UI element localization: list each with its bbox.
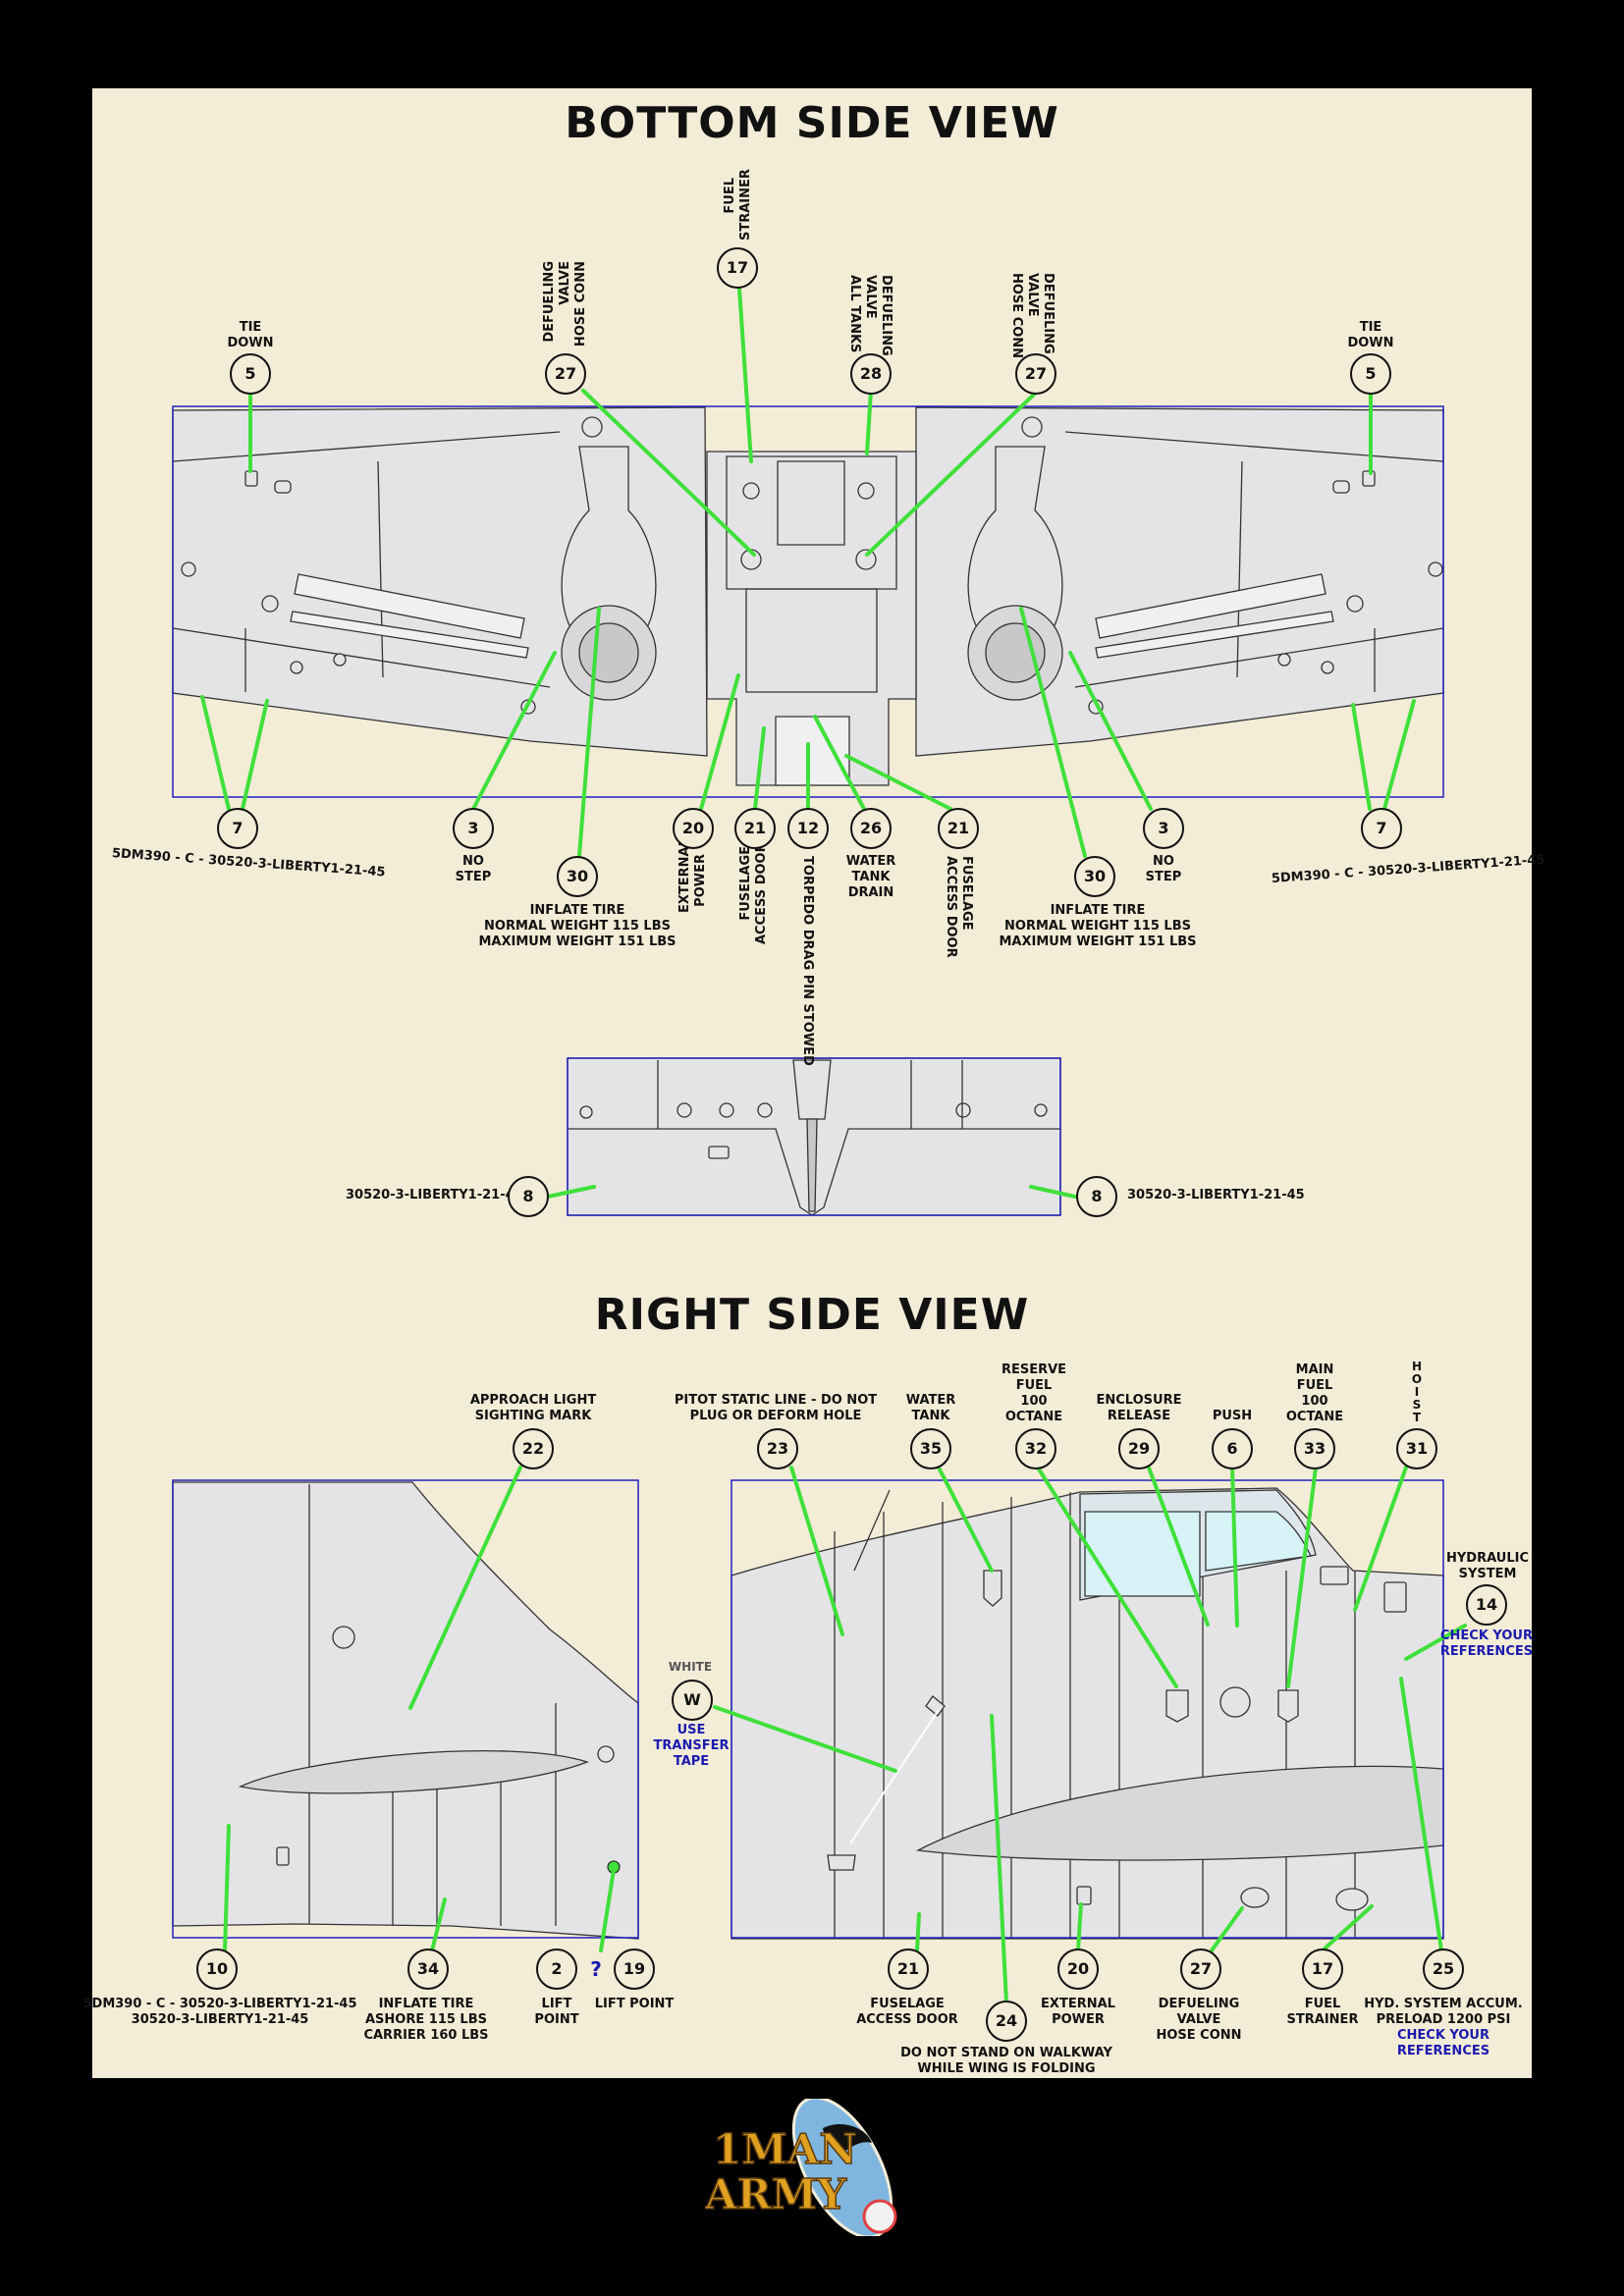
label-fuel-strainer-top: FUEL STRAINER bbox=[723, 169, 753, 240]
tail-serial-right: 30520-3-LIBERTY1-21-45 bbox=[1127, 1188, 1305, 1202]
callout-3-left: 3 bbox=[453, 808, 494, 849]
callout-17-right-view: 17 bbox=[1302, 1949, 1343, 1990]
label-hyd-accum: HYD. SYSTEM ACCUM. PRELOAD 1200 PSI bbox=[1364, 1997, 1523, 2027]
callout-W: W bbox=[672, 1680, 713, 1721]
callout-27-right: 27 bbox=[1015, 353, 1056, 395]
callout-25: 25 bbox=[1423, 1949, 1464, 1990]
right-view-tail bbox=[172, 1481, 639, 1940]
label-fuselage-access-bottom-left: FUSELAGE ACCESS DOOR bbox=[738, 842, 769, 944]
label-defueling-right: DEFUELING VALVE HOSE CONN bbox=[1156, 1997, 1242, 2043]
callout-12: 12 bbox=[787, 808, 829, 849]
logo-line2: ARMY bbox=[705, 2170, 847, 2218]
callout-26: 26 bbox=[850, 808, 892, 849]
callout-20-bottom: 20 bbox=[673, 808, 714, 849]
label-use-transfer-tape: USE TRANSFER TAPE bbox=[653, 1723, 730, 1769]
right-view-title: RIGHT SIDE VIEW bbox=[594, 1290, 1030, 1340]
label-fuselage-access-right: FUSELAGE ACCESS DOOR bbox=[856, 1997, 958, 2027]
callout-33: 33 bbox=[1294, 1428, 1335, 1469]
callout-17-top: 17 bbox=[717, 247, 758, 289]
bottom-view-title: BOTTOM SIDE VIEW bbox=[565, 98, 1059, 148]
callout-7-right: 7 bbox=[1361, 808, 1402, 849]
label-defueling-hose-left: DEFUELING VALVE HOSE CONN bbox=[542, 261, 588, 347]
label-water-tank: WATER TANK bbox=[905, 1393, 956, 1423]
callout-21-right: 21 bbox=[888, 1949, 929, 1990]
callout-28: 28 bbox=[850, 353, 892, 395]
label-serial-bottom-left: 5DM390 - C - 30520-3-LIBERTY1-21-45 3052… bbox=[82, 1997, 357, 2027]
label-defueling-hose-right: DEFUELING VALVE HOSE CONN bbox=[1009, 273, 1056, 359]
label-walkway-warning: DO NOT STAND ON WALKWAY WHILE WING IS FO… bbox=[900, 2046, 1112, 2076]
label-reserve-fuel: RESERVE FUEL 100 OCTANE bbox=[1001, 1362, 1067, 1424]
label-external-power-right: EXTERNAL POWER bbox=[1041, 1997, 1115, 2027]
callout-20-right: 20 bbox=[1057, 1949, 1099, 1990]
callout-10: 10 bbox=[196, 1949, 238, 1990]
label-inflate-tire-ashore: INFLATE TIRE ASHORE 115 LBS CARRIER 160 … bbox=[363, 1997, 489, 2043]
callout-35: 35 bbox=[910, 1428, 951, 1469]
label-hydraulic-system: HYDRAULIC SYSTEM bbox=[1446, 1551, 1529, 1581]
label-hoist: H O I S T bbox=[1411, 1360, 1423, 1424]
callout-23: 23 bbox=[757, 1428, 798, 1469]
label-push: PUSH bbox=[1212, 1409, 1253, 1423]
callout-31: 31 bbox=[1396, 1428, 1437, 1469]
label-approach-light: APPROACH LIGHT SIGHTING MARK bbox=[469, 1393, 597, 1423]
label-white: WHITE bbox=[668, 1660, 713, 1674]
callout-30-right: 30 bbox=[1074, 856, 1115, 897]
label-torpedo-drag-pin: TORPEDO DRAG PIN STOWED bbox=[800, 856, 815, 1066]
callout-19: 19 bbox=[614, 1949, 655, 1990]
callout-27-right-view: 27 bbox=[1180, 1949, 1221, 1990]
label-no-step-right: NO STEP bbox=[1145, 854, 1182, 884]
label-fuselage-access-bottom-right: FUSELAGE ACCESS DOOR bbox=[944, 856, 974, 958]
label-lift-point-19: LIFT POINT bbox=[594, 1997, 675, 2011]
right-view-fuselage bbox=[731, 1487, 1444, 1940]
one-man-army-logo: 1MAN ARMY bbox=[705, 2099, 897, 2236]
callout-5-right: 5 bbox=[1350, 353, 1391, 395]
callout-29: 29 bbox=[1118, 1428, 1160, 1469]
callout-8-right: 8 bbox=[1076, 1176, 1117, 1217]
callout-2: 2 bbox=[536, 1949, 577, 1990]
callout-22: 22 bbox=[513, 1428, 554, 1469]
callout-34: 34 bbox=[407, 1949, 449, 1990]
tail-serial-left: 30520-3-LIBERTY1-21-45 bbox=[346, 1188, 523, 1202]
callout-6: 6 bbox=[1212, 1428, 1253, 1469]
label-no-step-left: NO STEP bbox=[455, 854, 492, 884]
label-tie-down-left: TIE DOWN bbox=[227, 320, 274, 350]
label-check-references-1: CHECK YOUR REFERENCES bbox=[1439, 1629, 1534, 1659]
callout-24: 24 bbox=[986, 2001, 1027, 2042]
label-pitot-static: PITOT STATIC LINE - DO NOT PLUG OR DEFOR… bbox=[674, 1393, 878, 1423]
callout-27-left: 27 bbox=[545, 353, 586, 395]
callout-7-left: 7 bbox=[217, 808, 258, 849]
label-inflate-tire-right: INFLATE TIRE NORMAL WEIGHT 115 LBS MAXIM… bbox=[999, 903, 1197, 949]
label-main-fuel: MAIN FUEL 100 OCTANE bbox=[1285, 1362, 1344, 1424]
question-mark: ? bbox=[590, 1957, 602, 1981]
label-lift-point-2: LIFT POINT bbox=[534, 1997, 579, 2027]
label-external-power-bottom: EXTERNAL POWER bbox=[677, 838, 708, 913]
callout-21-bottom-left: 21 bbox=[734, 808, 776, 849]
callout-5-left: 5 bbox=[230, 353, 271, 395]
label-water-tank-drain: WATER TANK DRAIN bbox=[845, 854, 896, 900]
callout-3-right: 3 bbox=[1143, 808, 1184, 849]
callout-14: 14 bbox=[1466, 1584, 1507, 1626]
label-defueling-all-tanks: DEFUELING VALVE ALL TANKS bbox=[847, 275, 893, 356]
callout-30-left: 30 bbox=[557, 856, 598, 897]
label-enclosure-release: ENCLOSURE RELEASE bbox=[1096, 1393, 1182, 1423]
label-tie-down-right: TIE DOWN bbox=[1347, 320, 1394, 350]
label-inflate-tire-left: INFLATE TIRE NORMAL WEIGHT 115 LBS MAXIM… bbox=[478, 903, 677, 949]
callout-8-left: 8 bbox=[508, 1176, 549, 1217]
callout-32: 32 bbox=[1015, 1428, 1056, 1469]
label-fuel-strainer-right: FUEL STRAINER bbox=[1286, 1997, 1359, 2027]
logo-line1: 1MAN bbox=[713, 2125, 857, 2173]
callout-21-bottom-right: 21 bbox=[938, 808, 979, 849]
label-check-references-2: CHECK YOUR REFERENCES bbox=[1396, 2028, 1490, 2058]
